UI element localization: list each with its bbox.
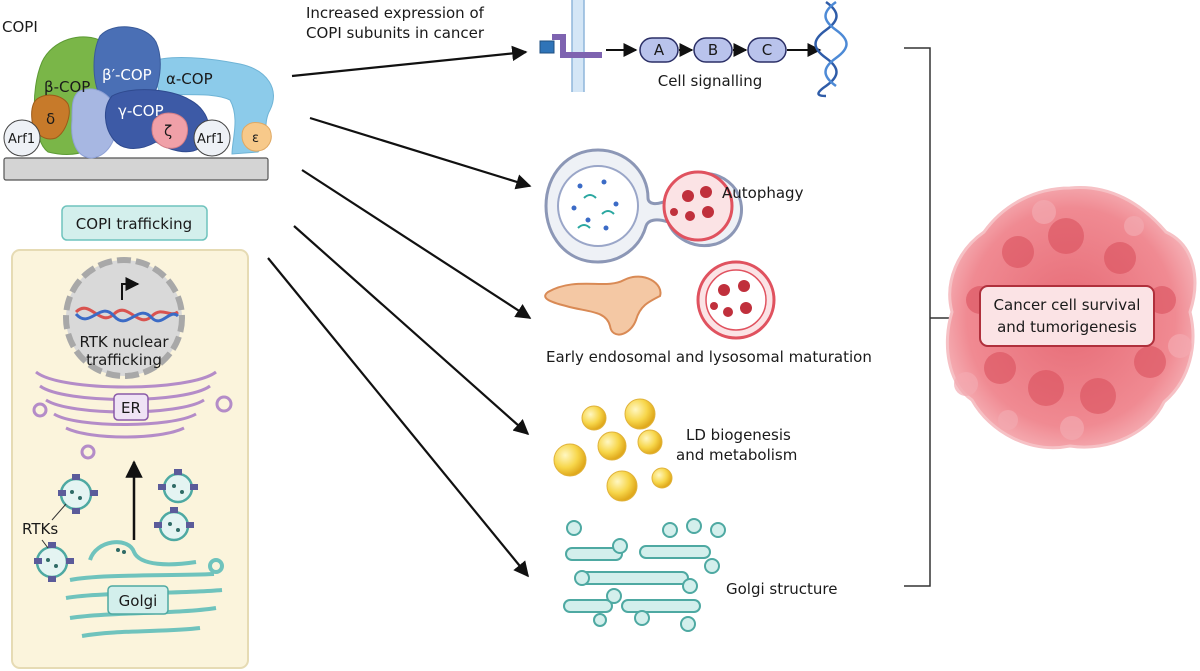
- rtk-vesicle: [158, 510, 190, 542]
- header-line2: COPI subunits in cancer: [306, 24, 485, 42]
- delta-subunit: [31, 94, 70, 140]
- copi-complex: COPI β-COP β′-COP α-COP γ-COP δ ζ ε Arf1…: [2, 18, 274, 181]
- ld-label-line2: and metabolism: [676, 446, 797, 464]
- dna-helix-blue: [74, 309, 180, 323]
- arrow-to-endosomal: [301, 169, 532, 319]
- zeta-label: ζ: [164, 122, 172, 140]
- endosomal-label: Early endosomal and lysosomal maturation: [546, 348, 872, 366]
- header-line1: Increased expression of: [306, 4, 485, 22]
- autophagy-illustration: Autophagy: [544, 148, 804, 264]
- alpha-cop-label: α-COP: [166, 70, 213, 88]
- er-label: ER: [121, 399, 141, 417]
- lipid-droplets: LD biogenesis and metabolism: [553, 398, 797, 502]
- copi-title: COPI: [2, 18, 38, 36]
- arf1-left-circle: [3, 119, 41, 157]
- trafficking-title-box: [61, 205, 208, 241]
- plasma-membrane: [572, 0, 584, 92]
- autophagy-label: Autophagy: [722, 184, 804, 202]
- signal-node-c-label: C: [762, 41, 772, 59]
- lysosome-contents: [670, 186, 714, 221]
- nucleus-label-line1: RTK nuclear: [79, 333, 169, 351]
- receptor-icon: [552, 34, 602, 58]
- rtk-vesicle: [162, 472, 194, 504]
- result-line2: and tumorigenesis: [997, 318, 1137, 336]
- arf1-right-circle: [193, 119, 231, 157]
- delta-label: δ: [46, 110, 55, 128]
- rtks-pointer: [51, 503, 67, 521]
- epsilon-subunit: [241, 122, 272, 152]
- beta-prime-cop-label: β′-COP: [102, 66, 152, 84]
- signal-node-c: [747, 37, 787, 63]
- fragmented-golgi: Golgi structure: [563, 518, 838, 632]
- cell-signalling-label: Cell signalling: [658, 72, 763, 90]
- dna-helix-icon: [814, 0, 838, 98]
- arrow-to-golgi: [267, 257, 529, 578]
- transcription-arrow-icon: [121, 277, 140, 300]
- membrane-bar: [3, 157, 269, 181]
- arrow-to-ld: [293, 225, 530, 436]
- arrow-to-autophagy: [309, 116, 532, 190]
- golgi-label-box: [107, 585, 169, 615]
- arrow-to-signalling: [291, 45, 528, 78]
- result-box: [979, 285, 1155, 347]
- rtks-pointer: [41, 539, 49, 549]
- outcome-arrows: [267, 45, 532, 578]
- nucleus: [63, 257, 185, 379]
- signal-node-a-label: A: [654, 41, 665, 59]
- tumor-cell-mass: [945, 185, 1197, 450]
- receptor-ligand-icon: [539, 40, 555, 54]
- golgi-structure-label: Golgi structure: [726, 580, 838, 598]
- result-line1: Cancer cell survival: [994, 296, 1141, 314]
- gamma-cop-label: γ-COP: [118, 102, 164, 120]
- dna-helix-red: [74, 306, 179, 322]
- signal-node-b-label: B: [708, 41, 718, 59]
- epsilon-label: ε: [252, 131, 259, 146]
- zeta-subunit: [151, 112, 188, 149]
- endosomal-illustration: Early endosomal and lysosomal maturation: [544, 260, 872, 366]
- nucleus-label-line2: trafficking: [86, 351, 162, 369]
- early-endosome: [544, 275, 662, 336]
- arf1-right-label: Arf1: [197, 132, 224, 147]
- beta-cop-label: β-COP: [44, 78, 90, 96]
- copi-trafficking-panel: COPI trafficking RTK nuclear trafficking…: [11, 205, 249, 669]
- ld-label-line1: LD biogenesis: [686, 426, 791, 444]
- arf1-left-label: Arf1: [8, 132, 35, 147]
- golgi-label: Golgi: [119, 592, 158, 610]
- signal-node-b: [693, 37, 733, 63]
- trafficking-title: COPI trafficking: [76, 215, 192, 233]
- signal-node-a: [639, 37, 679, 63]
- rtks-label: RTKs: [22, 520, 58, 538]
- rtk-vesicles: [34, 469, 198, 582]
- cell-signalling-row: A B C Cell signalling: [539, 0, 848, 98]
- er-label-box: [113, 393, 149, 421]
- autophagosome-cargo: [571, 179, 619, 231]
